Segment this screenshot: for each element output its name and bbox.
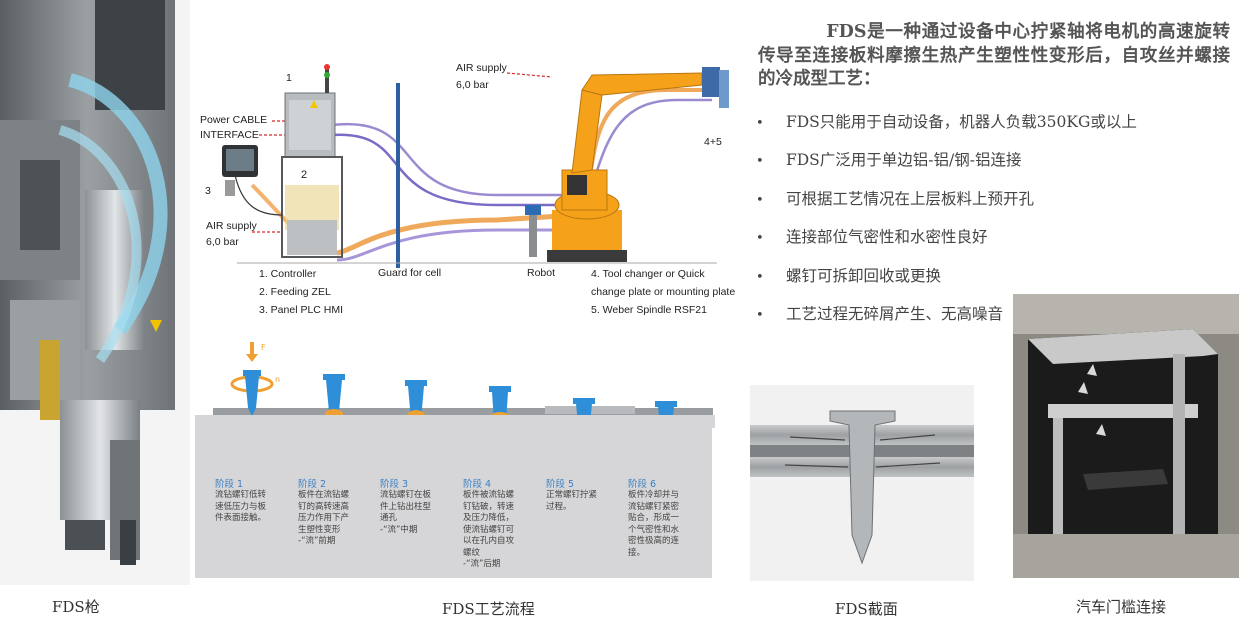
feature-bullet: • FDS广泛用于单边铝-铝/钢-铝连接 <box>756 148 1022 170</box>
label-air-supply-left: AIR supply <box>206 220 257 232</box>
label-guard: Guard for cell <box>378 267 442 279</box>
label-robot: Robot <box>527 267 556 279</box>
bullet-text: 可根据工艺情况在上层板料上预开孔 <box>786 190 1035 208</box>
label-interface: INTERFACE <box>200 129 259 141</box>
stage-title: 阶段 1 <box>215 479 244 490</box>
stage-desc: 流钻螺钉低转 速低压力与板 件表面接触。 <box>215 490 267 523</box>
feature-bullet: • FDS只能用于自动设备，机器人负载350KG或以上 <box>756 110 1137 132</box>
legend-item: 3. Panel PLC HMI <box>259 304 344 316</box>
legend-item: 4. Tool changer or Quick <box>591 268 705 280</box>
bullet-text: 工艺过程无碎屑产生、无高噪音 <box>786 305 1004 323</box>
stage-1-screw-icon <box>230 342 274 416</box>
fds-section-photo <box>750 385 974 581</box>
bullet-text: FDS只能用于自动设备，机器人负载350KG或以上 <box>786 113 1137 131</box>
bullet-text: FDS广泛用于单边铝-铝/钢-铝连接 <box>786 151 1022 169</box>
stage-title: 阶段 3 <box>380 479 409 490</box>
stage-desc: 板件在流钻螺 钉的高转速高 压力作用下产 生塑性变形 -“流”前期 <box>298 490 350 546</box>
bullet-dot-icon: • <box>756 231 764 246</box>
legend-item: change plate or mounting plate <box>591 286 736 298</box>
fds-gun-photo <box>0 0 190 585</box>
feature-bullet: • 螺钉可拆卸回收或更换 <box>756 264 941 286</box>
label-air-bar-top: 6,0 bar <box>456 79 489 91</box>
process-caption: FDS工艺流程 <box>442 600 535 618</box>
legend-item: 1. Controller <box>259 268 317 280</box>
stage-desc: 流钻螺钉在板 件上钻出柱型 通孔 -“流”中期 <box>380 490 432 535</box>
stage-2-screw-icon <box>323 374 345 420</box>
stage-desc: 正常螺钉拧紧 过程。 <box>546 490 598 512</box>
label-num-3: 3 <box>205 185 211 197</box>
stage-title: 阶段 6 <box>628 479 657 490</box>
legend-item: 2. Feeding ZEL <box>259 286 331 298</box>
legend-item: 5. Weber Spindle RSF21 <box>591 304 707 316</box>
label-air-bar-left: 6,0 bar <box>206 236 239 248</box>
section-caption: FDS截面 <box>835 600 898 618</box>
label-power-cable: Power CABLE <box>200 114 268 126</box>
stage-title: 阶段 2 <box>298 479 327 490</box>
feature-bullet: • 工艺过程无碎屑产生、无高噪音 <box>756 302 1003 324</box>
stage-desc: 板件被流钻螺 钉钻破，转速 及压力降低， 使流钻螺钉可 以在孔内自攻 螺纹 -“… <box>463 490 515 569</box>
intro-paragraph: FDS是一种通过设备中心拧紧轴将电机的高速旋转传导至连接板料摩擦生热产生塑性性变… <box>758 22 1230 89</box>
label-air-supply-top: AIR supply <box>456 62 507 74</box>
installation-drawing <box>222 64 729 268</box>
feature-bullet: • 可根据工艺情况在上层板料上预开孔 <box>756 187 1034 209</box>
force-label: F <box>261 343 266 352</box>
stage-title: 阶段 5 <box>546 479 575 490</box>
gun-caption: FDS枪 <box>52 598 100 616</box>
bullet-dot-icon: • <box>756 116 764 131</box>
stage-title: 阶段 4 <box>463 479 492 490</box>
door-sill-photo <box>1013 294 1239 578</box>
stage-desc: 板件冷却并与 流钻螺钉紧密 贴合，形成一 个气密性和水 密性极高的连 接。 <box>628 490 680 558</box>
bullet-dot-icon: • <box>756 308 764 323</box>
process-panel: 阶段 1 流钻螺钉低转 速低压力与板 件表面接触。 阶段 2 板件在流钻螺 钉的… <box>195 415 712 578</box>
bullet-text: 连接部位气密性和水密性良好 <box>786 228 988 246</box>
label-num-1: 1 <box>286 72 292 84</box>
sill-caption: 汽车门槛连接 <box>1076 598 1167 616</box>
speed-label: n <box>275 375 280 384</box>
feature-bullet: • 连接部位气密性和水密性良好 <box>756 225 988 247</box>
installation-diagram: 1 2 3 4+5 Power CABLE INTERFACE AIR supp… <box>197 55 742 325</box>
bullet-dot-icon: • <box>756 270 764 285</box>
bullet-text: 螺钉可拆卸回收或更换 <box>786 267 942 285</box>
bullet-dot-icon: • <box>756 154 764 169</box>
label-num-2: 2 <box>301 169 308 181</box>
label-num-4-5: 4+5 <box>704 136 722 148</box>
bullet-dot-icon: • <box>756 193 764 208</box>
